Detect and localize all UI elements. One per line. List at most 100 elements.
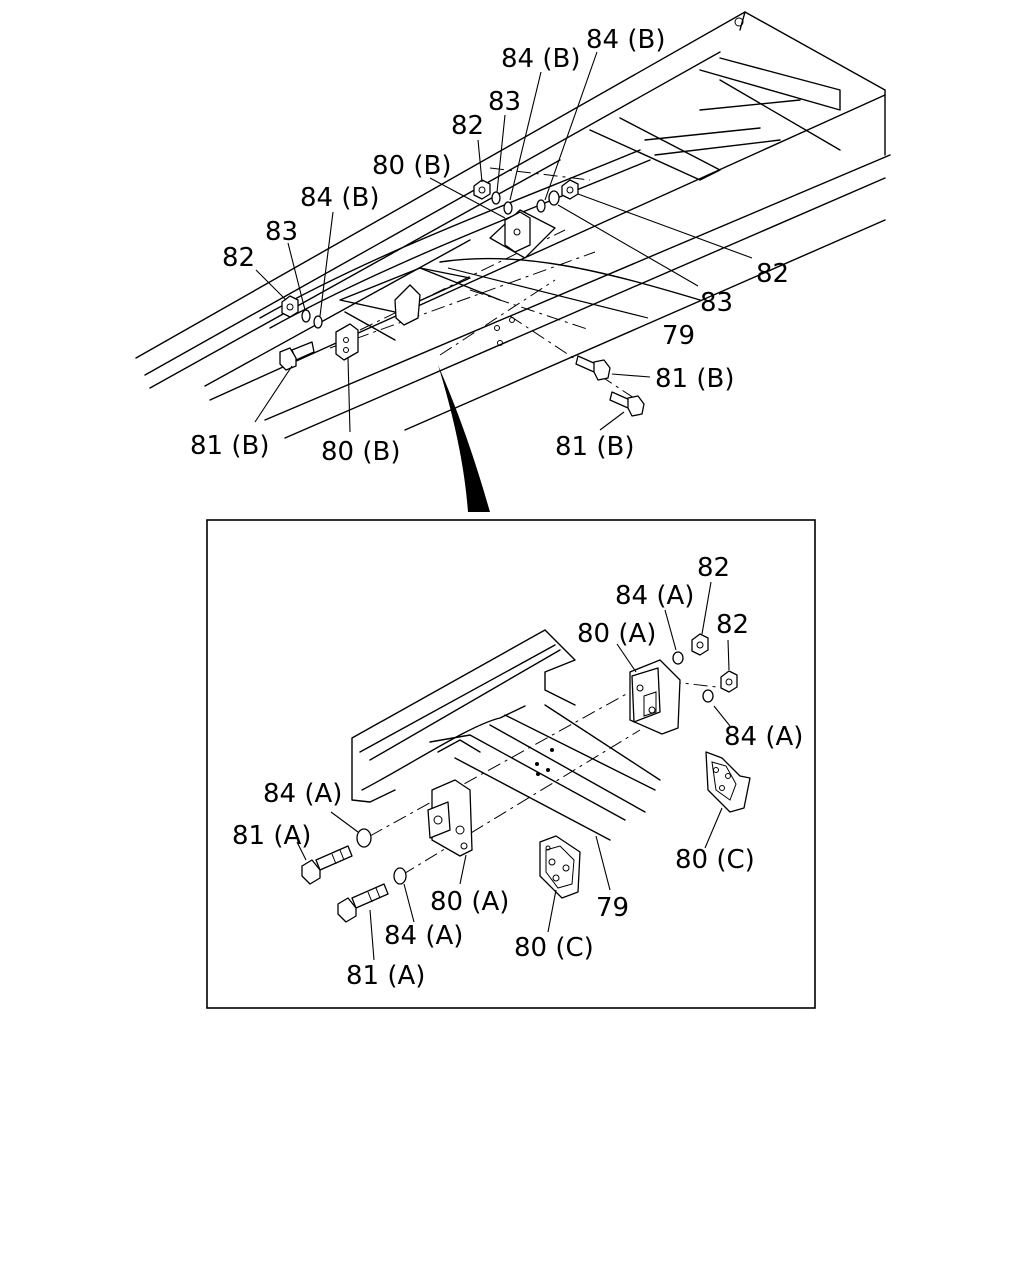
- cross-member-center: [339, 267, 471, 313]
- detail-rivet-a: [535, 762, 539, 766]
- detail-rivet-b: [536, 772, 540, 776]
- label-82-top-a: 82: [451, 111, 484, 141]
- bracket-80c-right: [705, 751, 751, 813]
- frame-hole: [734, 17, 744, 27]
- detail-rivet-d: [546, 768, 550, 772]
- washer-83-left: [301, 309, 311, 323]
- label-82-detail-a: 82: [697, 553, 730, 583]
- label-83-top-c: 83: [700, 288, 733, 318]
- label-81a-detail-a: 81 (A): [232, 821, 311, 851]
- bolt-81b-right-b: [609, 391, 645, 417]
- label-81b-top-c: 81 (B): [555, 432, 634, 462]
- frame-rail-right-top: [264, 154, 891, 421]
- washer-83-right: [548, 190, 560, 206]
- nut-82-left: [281, 295, 299, 318]
- washer-84b-left: [313, 315, 323, 329]
- label-83-top-a: 83: [488, 87, 521, 117]
- washer-84b-right: [536, 199, 546, 213]
- cross-member-2: [719, 79, 841, 151]
- label-81b-top-b: 81 (B): [190, 431, 269, 461]
- leaf-spring: [259, 149, 651, 329]
- bolt-81b-right-a: [575, 355, 611, 381]
- detail-nut-82-a: [691, 633, 709, 656]
- label-82-detail-b: 82: [716, 610, 749, 640]
- frame-hole-a: [509, 317, 515, 323]
- cross-member-5: [699, 99, 801, 111]
- label-84a-detail-c: 84 (A): [263, 779, 342, 809]
- detail-leaf-4: [504, 714, 656, 791]
- label-80a-detail-a: 80 (A): [577, 619, 656, 649]
- detail-bolt-81a-b: [337, 883, 389, 923]
- center-line-3: [469, 289, 591, 331]
- center-line-6: [489, 167, 591, 181]
- bracket-80b-upper: [489, 209, 556, 259]
- label-84b-top-c: 84 (B): [300, 183, 379, 213]
- detail-washer-84a-b: [702, 689, 714, 703]
- frame-hole-b: [494, 325, 500, 331]
- leader-lines-detail: [296, 581, 731, 961]
- frame-rail-edge-2: [204, 239, 471, 387]
- detail-center-line-1: [369, 691, 631, 837]
- nut-82-upper-left: [473, 179, 491, 200]
- bracket-80c-center: [539, 835, 581, 899]
- label-83-top-b: 83: [265, 217, 298, 247]
- label-81a-detail-b: 81 (A): [346, 961, 425, 991]
- detail-center-line-2: [401, 729, 641, 876]
- detail-leaf-2: [454, 757, 611, 841]
- bracket-80b-lower: [335, 284, 421, 361]
- label-84a-detail-d: 84 (A): [384, 921, 463, 951]
- detail-frame-rail-web: [361, 705, 526, 791]
- nut-82-right: [561, 179, 579, 200]
- label-84b-top-a: 84 (B): [586, 25, 665, 55]
- detail-view: 82 84 (A) 82 80 (A) 84 (A) 84 (A) 81 (A)…: [232, 553, 803, 991]
- label-84b-top-b: 84 (B): [501, 44, 580, 74]
- frame-rail-left-lower: [144, 51, 721, 376]
- label-80c-detail-b: 80 (C): [514, 933, 594, 963]
- frame-hole-c: [497, 340, 503, 346]
- detail-washer-84a-d: [393, 867, 407, 885]
- chassis-frame-overview: 84 (B) 84 (B) 83 82 80 (B) 84 (B) 83 82 …: [135, 11, 891, 467]
- label-82-top-b: 82: [222, 243, 255, 273]
- detail-frame-rail: [351, 629, 576, 803]
- frame-rail-right-upper: [209, 94, 886, 401]
- center-line-4: [509, 315, 641, 403]
- detail-pointer-arrow: [438, 365, 490, 512]
- detail-washer-84a-a: [672, 651, 684, 665]
- label-82-top-c: 82: [756, 259, 789, 289]
- detail-view-frame: [206, 519, 816, 1009]
- detail-frame-rail-top: [359, 644, 561, 761]
- detail-leaf-6: [437, 739, 481, 753]
- label-80a-detail-b: 80 (A): [430, 887, 509, 917]
- center-line-2: [329, 251, 596, 349]
- bracket-80a-left: [427, 779, 473, 857]
- label-80b-top-b: 80 (B): [321, 437, 400, 467]
- label-80b-top-a: 80 (B): [372, 151, 451, 181]
- washer-84b-upper: [503, 201, 513, 215]
- label-84a-detail-b: 84 (A): [724, 722, 803, 752]
- cross-member-center-b: [344, 267, 501, 341]
- leader-lines-top: [254, 51, 753, 433]
- bolt-81b-left: [279, 341, 315, 371]
- washer-83-upper: [491, 191, 501, 205]
- leaf-spring-lower: [439, 257, 701, 301]
- frame-rail-right-mid: [284, 177, 886, 439]
- detail-washer-84a-c: [356, 828, 372, 848]
- detail-nut-82-b: [720, 670, 738, 693]
- label-84a-detail-a: 84 (A): [615, 581, 694, 611]
- bracket-80a-right: [629, 659, 681, 735]
- label-79-top: 79: [662, 321, 695, 351]
- cross-member-1: [699, 57, 841, 111]
- cross-member-3: [589, 117, 721, 181]
- frame-rail-right-lower: [404, 219, 886, 431]
- detail-bolt-81a-a: [301, 845, 353, 885]
- center-line-5: [439, 279, 556, 356]
- label-79-detail: 79: [596, 893, 629, 923]
- label-81b-top-a: 81 (B): [655, 364, 734, 394]
- detail-rivet-c: [550, 748, 554, 752]
- label-80c-detail-a: 80 (C): [675, 845, 755, 875]
- detail-leaf-3: [489, 724, 646, 813]
- cross-member-4: [644, 127, 781, 156]
- detail-leaf-1: [429, 734, 626, 821]
- detail-leaf-5: [544, 704, 661, 781]
